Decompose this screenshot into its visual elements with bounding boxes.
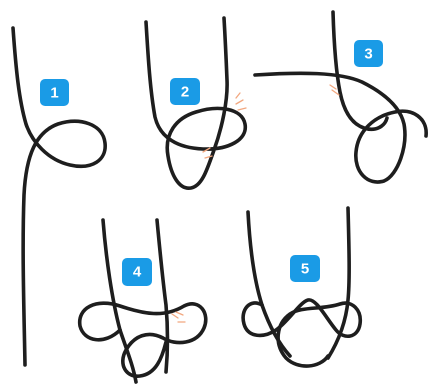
svg-text:5: 5 bbox=[301, 261, 309, 278]
step-3-rope-end bbox=[331, 10, 389, 132]
step-5-illustration: 5 bbox=[241, 206, 363, 368]
step-3-rope bbox=[253, 71, 428, 184]
step-1-rope bbox=[11, 26, 107, 367]
step-2-tension-marks bbox=[202, 92, 247, 159]
svg-text:1: 1 bbox=[50, 85, 58, 102]
step-5-rope-loops bbox=[241, 298, 363, 368]
svg-text:2: 2 bbox=[181, 84, 189, 101]
svg-text:4: 4 bbox=[133, 264, 142, 281]
step-3-tension-marks bbox=[329, 84, 340, 96]
step-4-badge: 4 bbox=[122, 258, 152, 286]
step-4-rope-right bbox=[155, 218, 170, 374]
step-5-badge: 5 bbox=[290, 255, 320, 282]
step-4-rope-loops bbox=[77, 301, 208, 378]
step-4-illustration: 4 bbox=[77, 218, 208, 384]
step-4-rope-left bbox=[101, 218, 138, 384]
step-2-badge: 2 bbox=[170, 78, 200, 105]
step-3-illustration: 3 bbox=[253, 10, 428, 184]
step-1-illustration: 1 bbox=[11, 26, 107, 367]
step-5-rope-right bbox=[326, 206, 351, 360]
svg-text:3: 3 bbox=[364, 46, 372, 63]
step-4-tension-marks bbox=[171, 311, 186, 323]
step-2-illustration: 2 bbox=[144, 16, 247, 190]
step-1-badge: 1 bbox=[40, 79, 69, 106]
step-3-badge: 3 bbox=[354, 40, 383, 67]
step-2-rope bbox=[144, 16, 247, 190]
